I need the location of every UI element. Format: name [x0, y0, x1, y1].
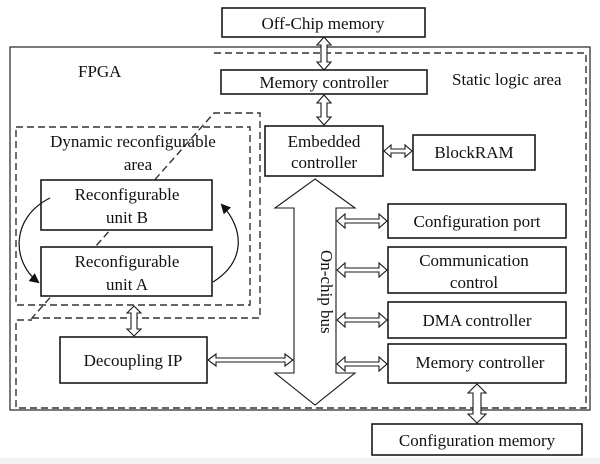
offchip-memctrl-arrow: [315, 36, 333, 71]
embedded-controller-label-1: Embedded: [288, 132, 361, 151]
memctrl-configmem-arrow: [466, 383, 488, 424]
unit-a-label-2: unit A: [106, 275, 149, 294]
dma-controller-block: DMA controller: [387, 301, 567, 339]
decoupling-ip-label: Decoupling IP: [84, 351, 183, 370]
unit-b-label-1: Reconfigurable: [75, 185, 180, 204]
configuration-port-label: Configuration port: [413, 212, 540, 231]
off-chip-memory-label: Off-Chip memory: [262, 14, 385, 33]
dynamic-area-label-2: area: [124, 155, 153, 174]
static-logic-area-boundary: [15, 52, 587, 409]
decoupling-bus-arrow: [207, 352, 294, 368]
bottom-strip: [0, 458, 600, 464]
embedded-controller-block: Embedded controller: [264, 125, 384, 177]
bus-commcontrol-arrow: [336, 261, 388, 279]
reconfigurable-unit-b-block: Reconfigurable unit B: [40, 179, 213, 231]
communication-control-block: Communication control: [387, 246, 567, 294]
communication-control-label-1: Communication: [419, 251, 529, 270]
embedded-controller-label-2: controller: [291, 153, 357, 172]
cycle-arrow-left: [18, 197, 51, 284]
unit-b-label-2: unit B: [106, 208, 148, 227]
memctrl-embedded-arrow: [315, 94, 333, 126]
dynamic-decoupling-arrow: [125, 305, 143, 337]
on-chip-bus-arrow: [273, 178, 357, 406]
bus-memctrl-arrow: [336, 355, 388, 373]
cycle-arrow-right: [212, 203, 239, 283]
dma-controller-label: DMA controller: [422, 311, 531, 330]
bus-configport-arrow: [336, 212, 388, 230]
blockram-label: BlockRAM: [434, 143, 513, 162]
blockram-block: BlockRAM: [412, 134, 536, 171]
on-chip-bus-label: On-chip bus: [317, 250, 336, 334]
bus-dma-arrow: [336, 311, 388, 329]
fpga-boundary: [9, 46, 591, 411]
dynamic-area-boundary: [15, 126, 251, 306]
memory-controller-bottom-label: Memory controller: [416, 353, 545, 372]
static-logic-area-label: Static logic area: [452, 70, 562, 89]
reconfigurable-unit-a-block: Reconfigurable unit A: [40, 246, 213, 297]
off-chip-memory-block: Off-Chip memory: [221, 7, 426, 38]
unit-a-label-1: Reconfigurable: [75, 252, 180, 271]
configuration-memory-block: Configuration memory: [371, 423, 583, 456]
embedded-blockram-arrow: [383, 143, 413, 159]
configuration-memory-label: Configuration memory: [399, 431, 556, 450]
fpga-label: FPGA: [78, 62, 122, 81]
dynamic-area-label-1: Dynamic reconfigurable: [50, 132, 216, 151]
memory-controller-bottom-block: Memory controller: [387, 343, 567, 384]
decoupling-ip-block: Decoupling IP: [59, 336, 208, 384]
communication-control-label-2: control: [450, 273, 498, 292]
memory-controller-top-block: Memory controller: [220, 69, 428, 95]
configuration-port-block: Configuration port: [387, 203, 567, 239]
memory-controller-top-label: Memory controller: [260, 73, 389, 92]
